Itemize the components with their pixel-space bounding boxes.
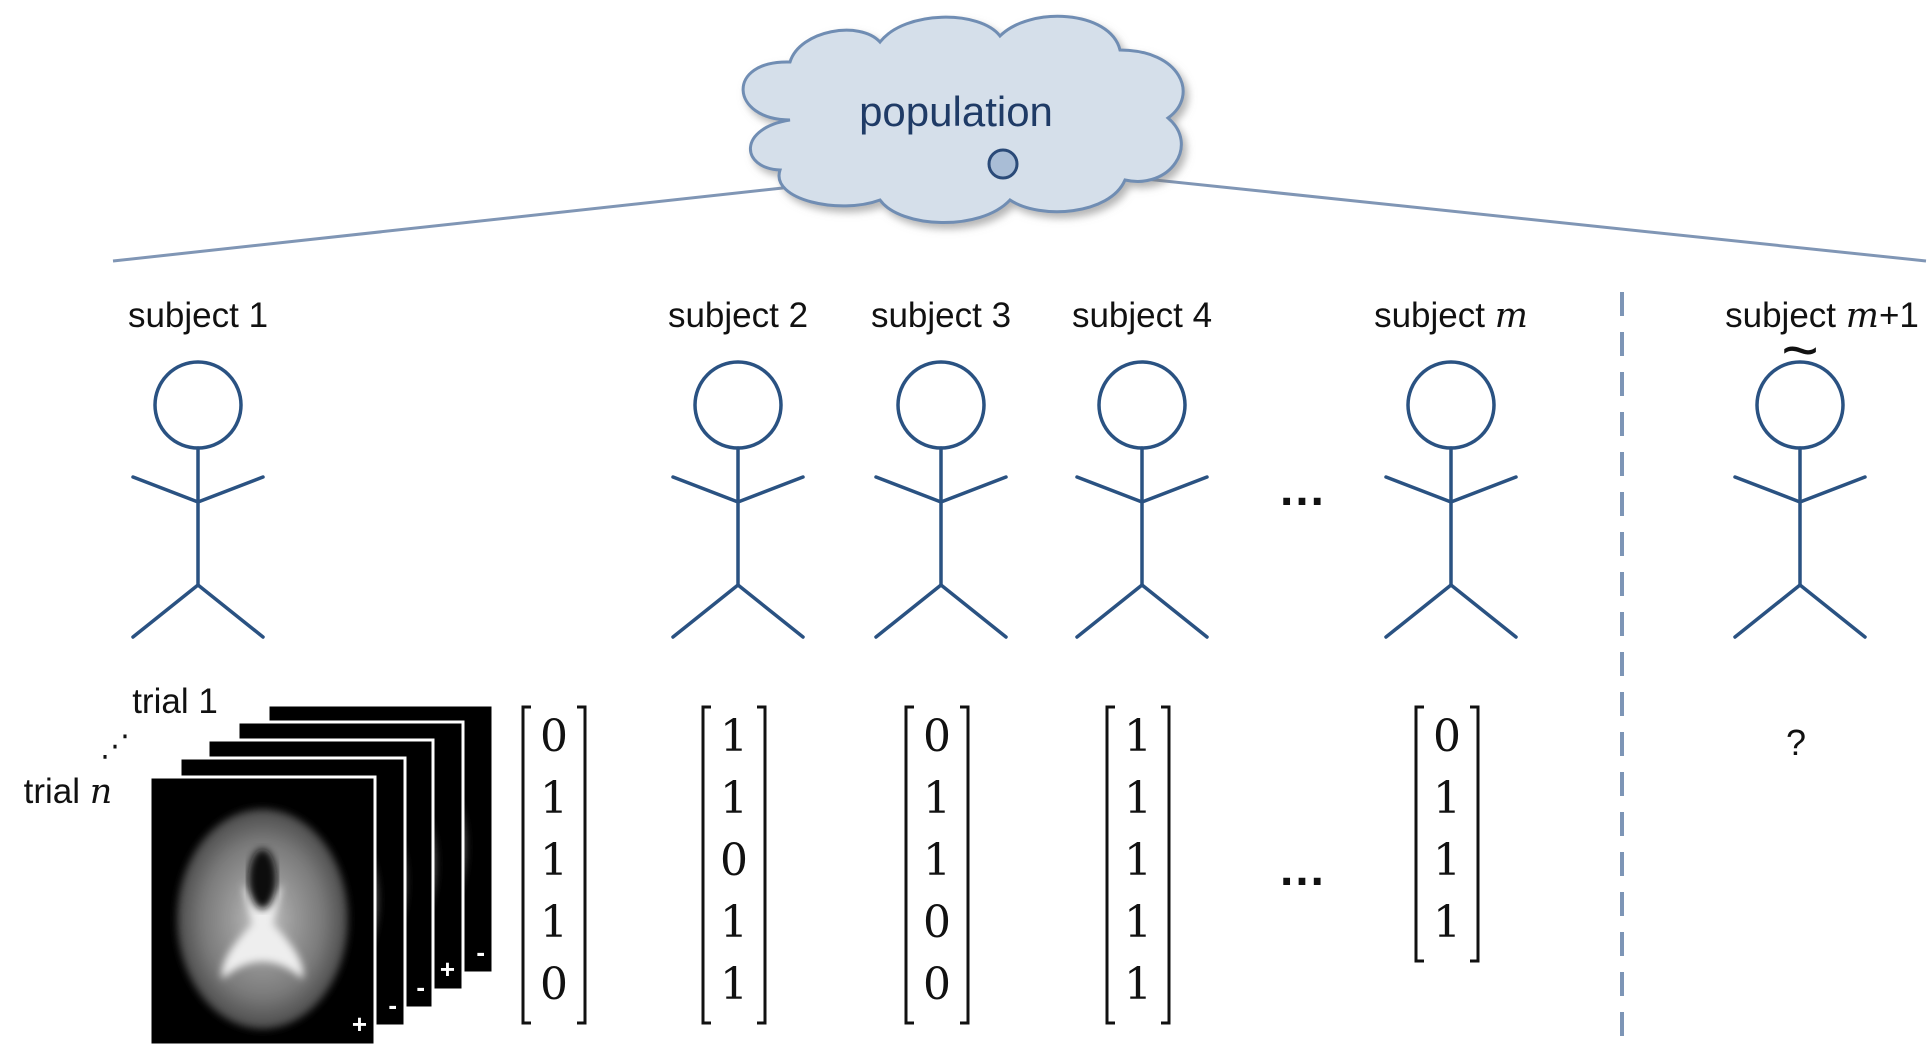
new-subject-unknown: ? bbox=[1786, 722, 1806, 763]
bracket-right bbox=[1470, 705, 1480, 963]
vector-entry: 0 bbox=[1433, 711, 1461, 762]
brain-midline bbox=[248, 849, 277, 909]
subject-new-arms bbox=[1733, 475, 1867, 504]
subject-3-head bbox=[896, 360, 986, 450]
slice-sign: + bbox=[440, 954, 455, 984]
bracket-left bbox=[701, 705, 711, 1025]
slice-sign: - bbox=[416, 972, 425, 1002]
bracket-left bbox=[1414, 705, 1424, 963]
subject-new-legs bbox=[1733, 582, 1867, 639]
subject-new-tilde: ~ bbox=[1781, 314, 1818, 386]
slice-sign: + bbox=[352, 1009, 367, 1039]
subject-2-vector: 1 1 0 1 1 bbox=[701, 705, 767, 1025]
subject-ellipsis: … bbox=[1278, 463, 1326, 516]
subject-new-label-math: m bbox=[1846, 296, 1879, 336]
vector-entry: 1 bbox=[1124, 897, 1152, 948]
subject-m-label: subject m bbox=[1374, 296, 1528, 336]
slice-sign: - bbox=[388, 990, 397, 1020]
population-node bbox=[987, 148, 1019, 180]
vector-entry: 1 bbox=[1433, 773, 1461, 824]
subject-m-figure bbox=[1384, 360, 1518, 639]
subject-2-arms bbox=[671, 475, 805, 504]
vector-entry: 1 bbox=[720, 711, 748, 762]
vector-entry: 0 bbox=[540, 959, 568, 1010]
vector-entry: 1 bbox=[923, 773, 951, 824]
subject-4-arms bbox=[1075, 475, 1209, 504]
subject-1-head bbox=[153, 360, 243, 450]
trial-dots: ⋰ bbox=[100, 730, 130, 763]
subject-2-legs bbox=[671, 582, 805, 639]
subject-1-legs bbox=[131, 582, 265, 639]
bracket-right bbox=[757, 705, 767, 1025]
subject-2-figure bbox=[671, 360, 805, 639]
stick-figures bbox=[131, 360, 1867, 639]
vector-entry: 0 bbox=[923, 959, 951, 1010]
vector-entry: 1 bbox=[1124, 711, 1152, 762]
vector-entry: 1 bbox=[1124, 773, 1152, 824]
vector-entry: 0 bbox=[923, 711, 951, 762]
subject-m-head bbox=[1406, 360, 1496, 450]
vector-entry: 1 bbox=[1124, 959, 1152, 1010]
subject-1-arms bbox=[131, 475, 265, 504]
bracket-left bbox=[1105, 705, 1115, 1025]
label-vectors: 0 1 1 1 0 1 1 0 1 1 0 1 1 0 0 1 1 1 1 1 0 1 1 1 bbox=[521, 705, 1480, 1025]
subject-3-label: subject 3 bbox=[871, 296, 1011, 335]
subject-new-label: subject m+1 bbox=[1725, 296, 1919, 336]
bracket-right bbox=[1161, 705, 1171, 1025]
vector-entry: 0 bbox=[923, 897, 951, 948]
trial-last-label-math: n bbox=[90, 772, 113, 812]
brain-ventricles bbox=[221, 884, 304, 979]
trial-last-label: trial n bbox=[24, 772, 113, 812]
vector-entry: 1 bbox=[1124, 835, 1152, 886]
subject-m-legs bbox=[1384, 582, 1518, 639]
subject-m-label-math: m bbox=[1495, 296, 1528, 336]
bracket-right bbox=[960, 705, 970, 1025]
vector-entry: 1 bbox=[923, 835, 951, 886]
subject-4-vector: 1 1 1 1 1 bbox=[1105, 705, 1171, 1025]
subject-2-head bbox=[693, 360, 783, 450]
subject-m-label-text: subject bbox=[1374, 296, 1495, 335]
slice-sign: - bbox=[476, 937, 485, 967]
brain-slice-5: + bbox=[148, 775, 377, 1045]
vector-entry: 1 bbox=[720, 773, 748, 824]
subject-3-legs bbox=[874, 582, 1008, 639]
vector-entry: 1 bbox=[540, 835, 568, 886]
vector-entry: 1 bbox=[540, 773, 568, 824]
subject-2-label: subject 2 bbox=[668, 296, 808, 335]
subject-4-head bbox=[1097, 360, 1187, 450]
subject-new-figure bbox=[1733, 360, 1867, 639]
subject-m-arms bbox=[1384, 475, 1518, 504]
tree-line-right bbox=[1002, 162, 1927, 263]
subject-new-label-text: subject bbox=[1725, 296, 1846, 335]
trial-first-label: trial 1 bbox=[132, 682, 218, 721]
subject-1-label: subject 1 bbox=[128, 296, 268, 335]
subject-1-vector: 0 1 1 1 0 bbox=[521, 705, 587, 1025]
vector-ellipsis: … bbox=[1278, 843, 1326, 896]
vector-entry: 1 bbox=[1433, 835, 1461, 886]
population-cloud bbox=[741, 14, 1185, 224]
subject-4-legs bbox=[1075, 582, 1209, 639]
vector-entry: 0 bbox=[720, 835, 748, 886]
trial-last-label-text: trial bbox=[24, 772, 90, 811]
vector-entry: 0 bbox=[540, 711, 568, 762]
vector-entry: 1 bbox=[540, 897, 568, 948]
subject-3-arms bbox=[874, 475, 1008, 504]
bracket-right bbox=[577, 705, 587, 1025]
vector-entry: 1 bbox=[720, 959, 748, 1010]
vector-entry: 1 bbox=[720, 897, 748, 948]
vector-entry: 1 bbox=[1433, 897, 1461, 948]
subject-1-figure bbox=[131, 360, 265, 639]
subject-m-vector: 0 1 1 1 bbox=[1414, 705, 1480, 963]
subject-3-vector: 0 1 1 0 0 bbox=[904, 705, 970, 1025]
population-label: population bbox=[859, 88, 1053, 135]
subject-new-label-suffix: +1 bbox=[1879, 296, 1919, 335]
subject-4-figure bbox=[1075, 360, 1209, 639]
subject-3-figure bbox=[874, 360, 1008, 639]
brain-slice-stack: -+--+ bbox=[148, 703, 495, 1045]
subject-4-label: subject 4 bbox=[1072, 296, 1212, 335]
bracket-left bbox=[904, 705, 914, 1025]
bracket-left bbox=[521, 705, 531, 1025]
